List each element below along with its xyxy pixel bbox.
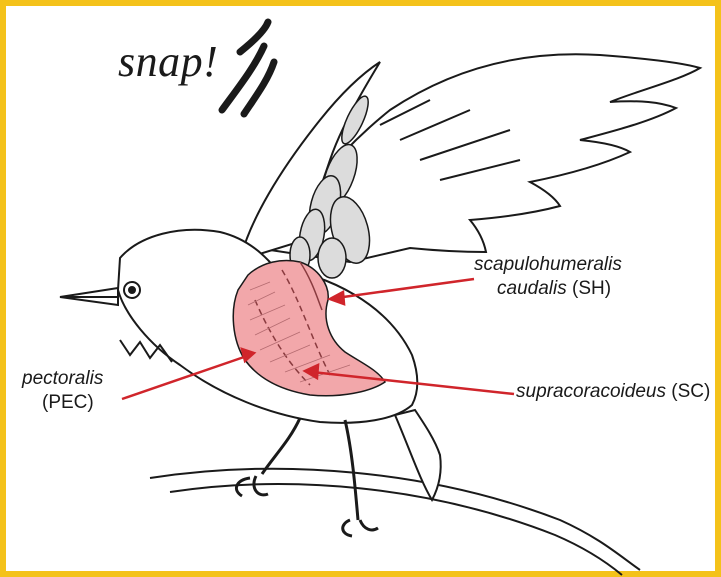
label-sc: supracoracoideus (SC) <box>516 381 710 403</box>
bird-legs <box>236 418 378 536</box>
snap-sound-lines <box>222 22 274 114</box>
bird-tail <box>395 410 441 500</box>
bird-beak <box>60 288 118 305</box>
label-sh: scapulohumeralis <box>474 254 622 276</box>
label-sh-name2: caudalis <box>497 278 567 299</box>
label-sh-name: scapulohumeralis <box>474 254 622 275</box>
perch-branch <box>150 469 640 575</box>
label-pec: pectoralis <box>22 368 103 390</box>
snap-text: snap! <box>118 36 218 87</box>
label-sc-name: supracoracoideus <box>516 381 666 402</box>
label-sh-line2: caudalis (SH) <box>497 278 611 300</box>
label-pec-name: pectoralis <box>22 368 103 389</box>
label-pec-abbr: (PEC) <box>42 392 94 413</box>
label-sh-abbr: (SH) <box>572 278 611 299</box>
label-sc-abbr: (SC) <box>671 381 710 402</box>
label-pec-line2: (PEC) <box>42 392 94 414</box>
